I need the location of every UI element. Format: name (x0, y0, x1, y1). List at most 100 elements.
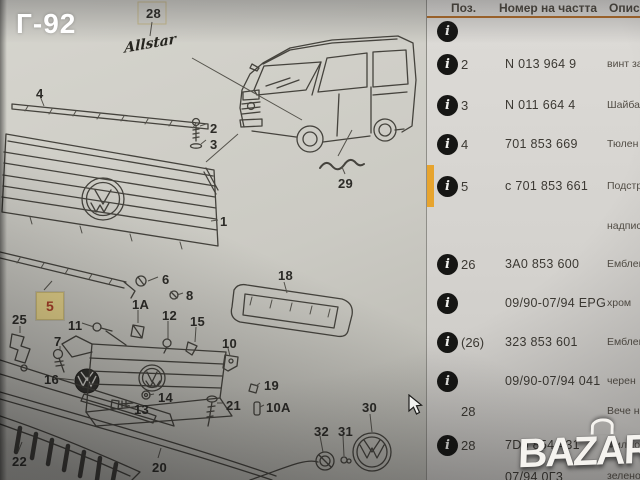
diagram-label-19: 19 (264, 378, 280, 393)
screw-2-washer-3 (189, 117, 219, 195)
table-row[interactable]: i 09/90-07/94 041 черен (427, 363, 640, 399)
position-cell (461, 467, 505, 470)
photo-code-label: Г-92 (16, 8, 77, 39)
part-number-cell: 7D0 854 431 (505, 438, 580, 452)
diagram-label-1A: 1A (132, 297, 150, 312)
diagram-label-22: 22 (12, 454, 28, 469)
description-cell: Вече не (607, 405, 640, 417)
description-cell: черен (607, 375, 636, 387)
info-icon[interactable]: i (437, 370, 458, 392)
table-row[interactable]: 07/94 0Г3 зелено (427, 467, 640, 480)
watermark-text: BAZAR (517, 425, 640, 477)
info-icon-cell: i (427, 331, 461, 353)
part-number-cell: 07/94 0Г3 (505, 470, 564, 480)
diagram-label-2: 2 (210, 121, 218, 136)
info-icon[interactable]: i (437, 175, 458, 197)
info-icon[interactable]: i (437, 133, 458, 155)
diagram-label-6: 6 (162, 272, 170, 287)
diagram-label-16: 16 (44, 372, 60, 387)
part-number-cell: 701 853 669 (505, 137, 578, 151)
leader-lines (17, 21, 373, 459)
position-cell: 2 (461, 56, 469, 72)
grille-frame-18 (230, 283, 353, 338)
diagram-label-29: 29 (338, 176, 354, 191)
description-cell: хром (607, 297, 632, 309)
diagram-label-3: 3 (210, 137, 218, 152)
part-number-cell: 3A0 853 600 (505, 257, 580, 271)
description-cell: Емблем (607, 336, 640, 348)
info-icon-cell: i (427, 292, 461, 314)
position-cell: (26) (461, 334, 485, 350)
diagram-label-18: 18 (278, 268, 294, 283)
info-icon-cell: i (427, 434, 461, 456)
diagram-label-25: 25 (12, 312, 28, 327)
bazar-watermark: BAZAR (517, 417, 640, 478)
info-icon[interactable]: i (437, 94, 458, 116)
diagram-label-32: 32 (314, 424, 330, 439)
diagram-label-8: 8 (186, 288, 194, 303)
info-icon-cell: i (427, 175, 461, 197)
mouse-cursor (408, 394, 423, 415)
diagram-label-10: 10 (222, 336, 238, 351)
diagram-label-7: 7 (54, 334, 62, 349)
diagram-label-13: 13 (134, 402, 150, 417)
model-script-badge (319, 159, 365, 171)
bag-handle-icon (590, 417, 615, 435)
table-row[interactable]: i (427, 19, 640, 43)
info-icon-cell: i (427, 53, 461, 75)
description-cell: Филмово (607, 439, 640, 451)
emblem-30 (352, 432, 392, 472)
info-icon[interactable]: i (437, 53, 458, 75)
front-bumper (0, 359, 319, 480)
diagram-label-1: 1 (220, 214, 228, 229)
info-icon[interactable]: i (437, 434, 458, 456)
main-grille (1, 133, 219, 250)
diagram-label-4: 4 (36, 86, 44, 101)
info-icon[interactable]: i (437, 253, 458, 275)
diagram-label-11: 11 (68, 318, 83, 333)
info-icon[interactable]: i (437, 292, 458, 314)
table-row[interactable]: 28 Вече не (427, 399, 640, 423)
position-cell: 5 (461, 178, 469, 194)
diagram-art (0, 1, 417, 480)
emblem-16 (74, 368, 100, 394)
part-number-cell: N 011 664 4 (505, 98, 576, 112)
description-cell: зелено (607, 470, 640, 480)
trim-strip-4 (11, 103, 209, 130)
part-number-cell: N 013 964 9 (505, 57, 577, 71)
diagram-label-15: 15 (190, 314, 206, 329)
position-cell: 28 (461, 437, 476, 453)
diagram-label-28: 28 (146, 6, 162, 21)
diagram-label-12: 12 (162, 308, 178, 323)
column-header-description: Описание (609, 1, 640, 15)
table-row[interactable]: i(26)323 853 601Емблем (427, 321, 640, 363)
lower-strip-5 (0, 251, 136, 299)
description-cell: Емблем (607, 258, 640, 270)
diagram-label-21: 21 (226, 398, 242, 413)
info-icon-cell: i (427, 133, 461, 155)
table-row[interactable]: i28 7D0 854 431 Филмово (427, 423, 640, 467)
info-icon-cell: i (427, 370, 461, 392)
column-header-part-number: Номер на частта (499, 1, 598, 15)
part-number-cell: 09/90-07/94 041 (505, 374, 601, 388)
info-icon-cell: i (427, 253, 461, 275)
lower-grille (61, 335, 233, 427)
info-icon[interactable]: i (437, 20, 458, 42)
description-cell: Шайба (607, 99, 640, 111)
diagram-label-5: 5 (36, 292, 65, 320)
header-rule (427, 16, 640, 18)
info-icon-cell: i (427, 94, 461, 116)
table-row[interactable]: надпис (427, 209, 640, 243)
van-illustration (239, 35, 417, 153)
info-icon[interactable]: i (437, 331, 458, 353)
part-number-cell: 09/90-07/94 EPG (505, 296, 607, 310)
position-cell: 28 (461, 403, 476, 419)
diagram-label-14: 14 (158, 390, 174, 405)
